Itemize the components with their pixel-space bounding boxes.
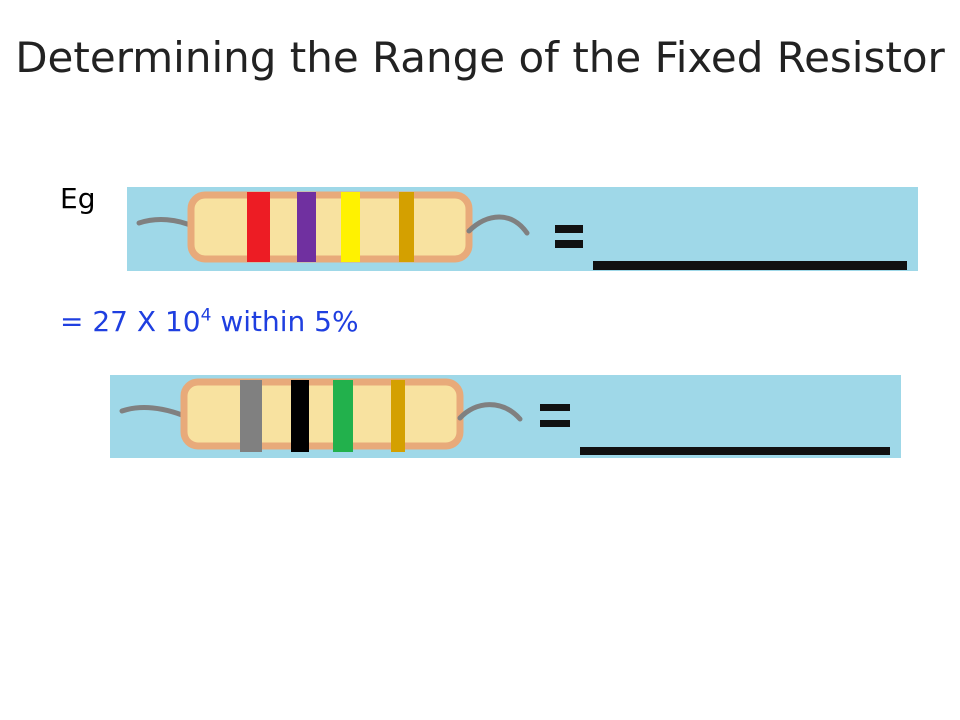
band-1 [247, 192, 270, 262]
equals-sign-top [555, 225, 583, 233]
formula-exponent: 4 [200, 305, 212, 326]
equals-sign-bottom [540, 420, 570, 427]
band-4 [399, 192, 414, 262]
resistor-panel-1 [127, 187, 918, 271]
answer-blank-line [593, 261, 907, 270]
resistor-body [187, 191, 473, 263]
formula-prefix: = 27 X 10 [60, 305, 201, 338]
right-lead-wire [457, 402, 523, 422]
left-lead-wire [136, 217, 198, 230]
band-1 [240, 380, 262, 452]
resistor-1-illustration [136, 191, 907, 270]
resistor-body [180, 378, 464, 450]
page-title: Determining the Range of the Fixed Resis… [15, 33, 945, 82]
resistor-panel-2 [110, 375, 901, 458]
band-4 [391, 380, 405, 452]
equals-sign-bottom [555, 240, 583, 248]
band-2 [297, 192, 316, 262]
band-2 [291, 380, 309, 452]
left-lead-wire [119, 405, 185, 418]
band-3 [341, 192, 360, 262]
resistor-2-illustration [119, 378, 890, 455]
answer-blank-line [580, 447, 890, 455]
right-lead-wire [466, 214, 530, 236]
formula-suffix: within 5% [211, 305, 359, 338]
equals-sign-top [540, 404, 570, 411]
example-label: Eg [60, 182, 96, 215]
band-3 [333, 380, 353, 452]
value-formula: = 27 X 104 within 5% [60, 305, 359, 338]
